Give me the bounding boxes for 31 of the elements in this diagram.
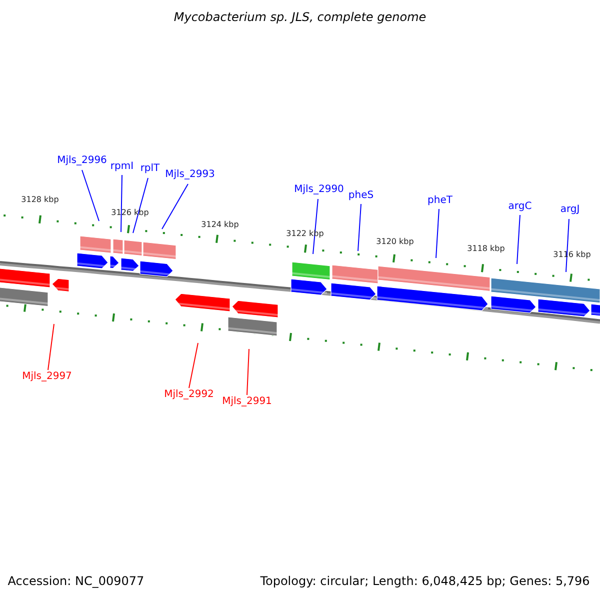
leader-line xyxy=(312,198,318,254)
gene-label: rplT xyxy=(140,164,160,174)
gene-label: pheT xyxy=(428,196,452,206)
leader-line xyxy=(516,214,520,264)
scale-label: 3128 kbp xyxy=(21,196,59,204)
leader-line xyxy=(82,170,100,222)
leader-line xyxy=(188,342,198,388)
gene-label: argC xyxy=(508,202,532,212)
leader-line xyxy=(120,174,122,232)
scale-label: 3118 kbp xyxy=(467,245,505,253)
footer-text: Accession: NC_009077 xyxy=(8,575,144,587)
leader-line xyxy=(566,218,570,272)
leader-line xyxy=(246,348,250,396)
gene-label: Mjls_2993 xyxy=(165,170,215,180)
scale-label: 3124 kbp xyxy=(201,221,239,229)
leader-line xyxy=(162,184,188,230)
leader-line xyxy=(132,178,148,234)
title: Mycobacterium sp. JLS, complete genome xyxy=(174,11,426,23)
leader-line xyxy=(48,324,54,370)
leader-line xyxy=(436,208,440,258)
footer-text: Topology: circular; Length: 6,048,425 bp; Genes: 5,796 xyxy=(260,575,590,587)
gene-label: argJ xyxy=(560,205,580,215)
gene-label: Mjls_2996 xyxy=(57,156,107,166)
gene-label: Mjls_2992 xyxy=(164,390,214,400)
gene-label: Mjls_2990 xyxy=(294,185,344,195)
scale-label: 3120 kbp xyxy=(376,238,414,246)
gene-label: Mjls_2997 xyxy=(22,372,72,382)
leader-line xyxy=(358,204,362,252)
gene-label: rpmI xyxy=(110,162,134,172)
gene-label: Mjls_2991 xyxy=(222,397,272,407)
gene-label: pheS xyxy=(348,191,374,201)
